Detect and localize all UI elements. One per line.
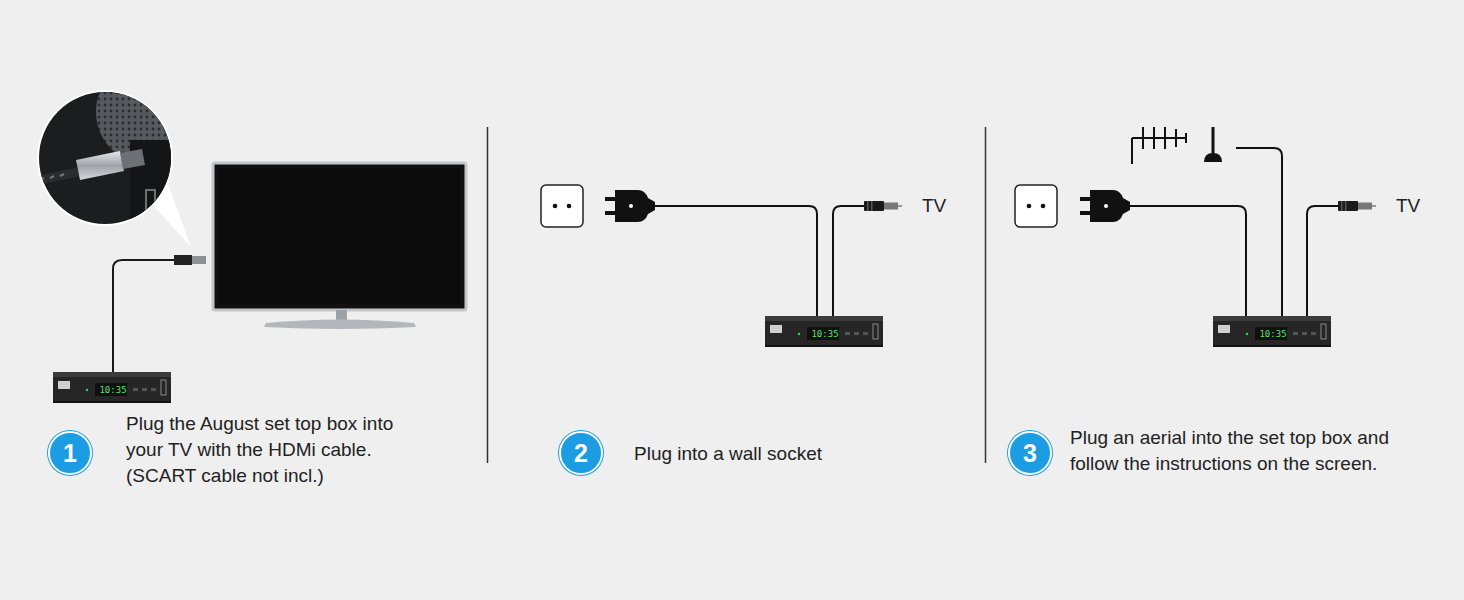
aerial-cable (1236, 148, 1282, 316)
television (213, 163, 466, 329)
step-instruction: Plug the August set top box into your TV… (126, 411, 431, 489)
set-top-box (53, 372, 171, 403)
step-instruction: Plug an aerial into the set top box and … (1070, 425, 1430, 477)
tv-cable (1307, 206, 1340, 316)
panel-divider (985, 127, 987, 463)
yagi-aerial-icon (1132, 137, 1186, 139)
yagi-aerial-icon (1153, 127, 1155, 149)
yagi-aerial-icon (1131, 138, 1133, 164)
power-cable (655, 206, 817, 316)
panel-divider (487, 127, 489, 463)
wall-socket (541, 185, 583, 227)
yagi-aerial-icon (1175, 129, 1177, 147)
cable-label: TV (922, 195, 946, 217)
television (213, 163, 466, 310)
indoor-aerial-icon (1212, 127, 1215, 156)
yagi-aerial-icon (1185, 133, 1187, 143)
cable-label: TV (1396, 195, 1420, 217)
set-top-box (1213, 316, 1331, 347)
yagi-aerial-icon (1164, 127, 1166, 149)
display-readout: 10:35 (1256, 329, 1290, 340)
step-number-circle: 1 (48, 431, 92, 475)
television (219, 168, 460, 304)
television (336, 310, 347, 320)
yagi-aerial-icon (1132, 127, 1186, 164)
indoor-aerial-icon (1204, 127, 1222, 162)
inset-magnifier (30, 60, 200, 247)
hdmi-cable (113, 260, 176, 372)
hdmi-plug (174, 255, 192, 265)
television (264, 320, 416, 330)
step-number: 2 (574, 439, 588, 467)
step-number-circle: 2 (559, 431, 603, 475)
step-number-circle: 3 (1008, 431, 1052, 475)
coax-plug (864, 201, 902, 211)
inset-magnifier (76, 151, 124, 180)
display-readout: 10:35 (808, 329, 842, 340)
inset-magnifier (60, 174, 64, 176)
inset-magnifier (146, 190, 155, 212)
wall-socket (1015, 185, 1057, 227)
set-top-box (765, 316, 883, 347)
display-readout: 10:35 (96, 385, 130, 396)
step-number: 3 (1023, 439, 1037, 467)
inset-magnifier (30, 60, 200, 240)
inset-magnifier (30, 172, 78, 182)
step-number: 1 (63, 439, 77, 467)
power-cable (1130, 206, 1246, 316)
inset-magnifier (120, 149, 145, 169)
power-plug (605, 190, 655, 222)
inset-magnifier (50, 176, 54, 178)
indoor-aerial-icon (1204, 153, 1222, 162)
inset-magnifier (40, 178, 44, 180)
power-plug (1080, 190, 1130, 222)
hdmi-plug (192, 256, 206, 264)
step-instruction: Plug into a wall socket (634, 441, 954, 467)
hdmi-plug (174, 255, 206, 265)
yagi-aerial-icon (1142, 127, 1144, 149)
tv-cable (833, 206, 866, 316)
coax-plug (1338, 201, 1376, 211)
